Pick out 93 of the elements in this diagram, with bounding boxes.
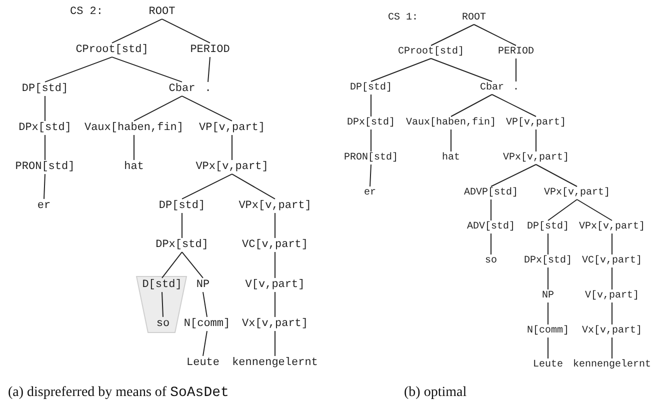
tree-label: Leute — [186, 356, 220, 370]
tree-branch — [134, 96, 182, 122]
tree-branch — [370, 164, 372, 187]
tree-branch — [162, 292, 164, 318]
tree-branch — [162, 252, 182, 278]
tree-label: VPx[v,part] — [196, 160, 268, 174]
tree-label: DPx[std] — [347, 118, 395, 128]
tree-label: VP[v,part] — [199, 122, 265, 134]
tree-branch — [430, 24, 474, 46]
tree-label: DP[std] — [350, 82, 392, 94]
tree-branch — [474, 24, 516, 46]
tree-label: V[v,part] — [585, 290, 639, 302]
tree-label: DPx[std] — [18, 122, 72, 134]
tree-branch — [44, 56, 112, 82]
tree-label: DPx[std] — [156, 238, 208, 252]
tree-label: kennengelernt — [232, 356, 318, 370]
tree-label: ROOT — [148, 6, 176, 18]
tree-branch — [112, 18, 162, 44]
tree-label: VC[v,part] — [242, 238, 308, 252]
tree-label: Vaux[haben,fin] — [84, 122, 184, 134]
tree-label: N[comm] — [184, 318, 230, 330]
tree-branch — [274, 212, 276, 238]
tree-label: . — [513, 82, 519, 94]
tree-branch — [182, 96, 232, 122]
tree-branch — [274, 292, 276, 318]
tree-branch — [44, 174, 46, 200]
tree-label: so — [485, 256, 497, 266]
tree-label: VPx[v,part] — [503, 152, 569, 164]
tree-branch — [202, 292, 208, 318]
tree-label: ADV[std] — [467, 222, 515, 232]
tree-branch — [490, 164, 536, 187]
tree-branch — [536, 164, 578, 187]
tree-branch — [490, 233, 492, 255]
tree-label: PRON[std] — [344, 152, 398, 164]
figure-caption: (a) dispreferred by means of SoAsDet — [8, 385, 229, 401]
tree-label: V[v,part] — [245, 278, 305, 292]
tree-branch — [182, 174, 232, 200]
tree-branch — [548, 199, 578, 221]
tree-branch — [370, 58, 432, 82]
tree-label: PRON[std] — [15, 160, 75, 174]
tree-label: VPx[v,part] — [579, 222, 645, 232]
tree-label: Vx[v,part] — [582, 326, 642, 336]
tree-label: VC[v,part] — [582, 256, 642, 266]
tree-branch — [274, 330, 276, 356]
tree-label: ADVP[std] — [464, 188, 518, 198]
tree-label: VPx[v,part] — [238, 200, 312, 212]
tree-label: Leute — [533, 360, 563, 370]
tree-branch — [202, 330, 208, 356]
tree-label: . — [204, 82, 212, 96]
tree-branch — [576, 199, 612, 221]
tree-label: kennengelernt — [573, 360, 651, 370]
tree-branch — [490, 199, 492, 221]
tree-label: CProot[std] — [76, 44, 148, 56]
candidate-label: CS 1: — [388, 12, 418, 24]
tree-label: Cbar — [480, 82, 504, 94]
tree-branch — [450, 129, 452, 152]
tree-label: DP[std] — [158, 200, 206, 212]
tree-branch — [492, 94, 536, 117]
tree-branch — [450, 94, 492, 117]
tree-label: hat — [124, 160, 144, 174]
tree-label: Vx[v,part] — [242, 318, 308, 330]
tree-branch — [370, 94, 372, 117]
tree-branch — [208, 56, 210, 82]
tree-label: VP[v,part] — [506, 118, 566, 128]
tree-branch — [430, 58, 492, 82]
candidate-label: CS 2: — [70, 6, 104, 18]
tree-branch — [182, 252, 204, 278]
tree-label: so — [156, 318, 170, 330]
figure-caption: (b) optimal — [404, 385, 467, 401]
tree-label: N[comm] — [527, 326, 569, 336]
tree-label: Vaux[haben,fin] — [406, 118, 496, 128]
tree-branch — [274, 252, 276, 278]
tree-branch — [112, 56, 182, 82]
tree-label: NP — [196, 278, 210, 292]
tree-label: er — [364, 188, 376, 198]
tree-label: VPx[v,part] — [544, 188, 610, 198]
tree-label: Cbar — [168, 82, 196, 96]
tree-label: er — [37, 200, 51, 212]
tree-label: DPx[std] — [524, 256, 572, 266]
tree-branch — [232, 174, 276, 200]
tree-label: PERIOD — [498, 46, 534, 58]
tree-branch — [44, 96, 46, 122]
tree-label: NP — [542, 290, 554, 302]
tree-label: ROOT — [462, 12, 486, 24]
tree-label: CProot[std] — [398, 46, 464, 58]
tree-label: PERIOD — [190, 44, 230, 56]
tree-branch — [370, 129, 372, 152]
tree-label: DP[std] — [527, 222, 569, 232]
tree-label: hat — [442, 152, 460, 164]
tree-label: D[std] — [142, 278, 182, 292]
tree-branch — [44, 134, 46, 160]
tree-label: DP[std] — [22, 82, 68, 96]
tree-branch — [162, 18, 210, 44]
